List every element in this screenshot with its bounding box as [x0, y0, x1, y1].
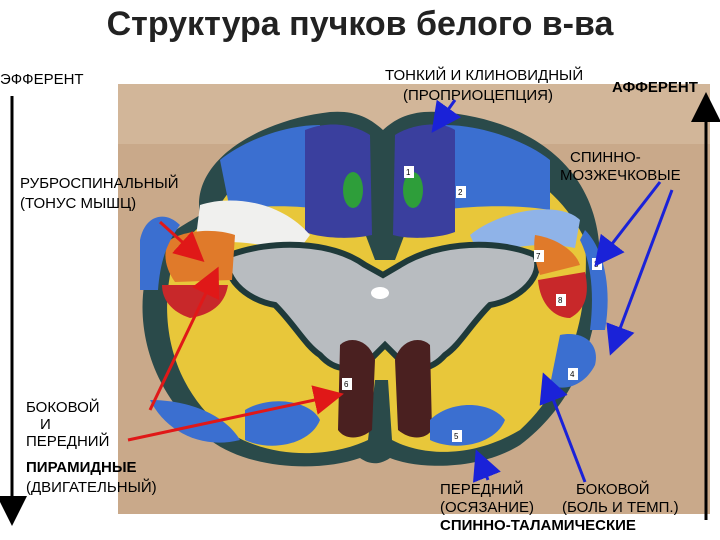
- gracile-right: [393, 124, 455, 238]
- arrow-spinothal-lateral: [539, 372, 587, 483]
- tag-1: 1: [406, 168, 411, 177]
- spinothalamic-anterior-right: [430, 405, 505, 446]
- ant-label-2: (ОСЯЗАНИЕ): [440, 499, 535, 516]
- gray-matter: [224, 241, 541, 372]
- ant-label-1: ПЕРЕДНИЙ: [440, 481, 524, 498]
- rubro-label-1: РУБРОСПИНАЛЬНЫЙ: [20, 175, 179, 192]
- rubro-label-2: (ТОНУС МЫШЦ): [20, 195, 137, 212]
- pyr-label-2: И: [40, 416, 51, 433]
- tag-8: 8: [558, 296, 563, 305]
- pyr-label-1: БОКОВОЙ: [26, 399, 100, 416]
- rubrospinal-right: [534, 235, 580, 275]
- page-title: Структура пучков белого в-ва: [106, 5, 614, 43]
- lat-label-1: БОКОВОЙ: [576, 481, 650, 498]
- tract-outer-dorsal-left: [220, 125, 330, 210]
- arrow-spinocereb-1: [594, 181, 662, 267]
- afferent-label: АФФЕРЕНТ: [612, 79, 698, 96]
- arrow-gracile: [431, 99, 462, 133]
- tract-outer-dorsal-right: [440, 125, 550, 210]
- tag-2: 2: [458, 188, 463, 197]
- gracile-green-left: [343, 172, 363, 208]
- tract-left-outer: [140, 216, 180, 290]
- pyr-label-3: ПЕРЕДНИЙ: [26, 433, 110, 450]
- gracile-left: [305, 124, 372, 238]
- spinocereb-label-1: СПИННО-: [570, 149, 641, 166]
- anterior-midline-left: [150, 400, 240, 443]
- tag-5: 5: [454, 432, 459, 441]
- gracile-label-2: (ПРОПРИОЦЕПЦИЯ): [403, 87, 553, 104]
- spinocereb-label-2: МОЗЖЕЧКОВЫЕ: [560, 167, 681, 184]
- gracile-label-1: ТОНКИЙ И КЛИНОВИДНЫЙ: [385, 67, 584, 84]
- pyramidal-anterior: [338, 340, 432, 438]
- arrow-spinothal-anterior: [472, 449, 501, 483]
- tag-6: 6: [344, 380, 349, 389]
- spinothal-label: СПИННО-ТАЛАМИЧЕСКИЕ: [440, 517, 636, 534]
- arrow-spinocereb-2: [606, 189, 674, 356]
- efferent-label: ЭФФЕРЕНТ: [0, 71, 84, 88]
- tag-4: 4: [570, 370, 575, 379]
- pyr-label-5: (ДВИГАТЕЛЬНЫЙ): [26, 479, 157, 496]
- tag-7: 7: [536, 252, 541, 261]
- arrow-rubro: [158, 220, 205, 263]
- gracile-green-right: [403, 172, 423, 208]
- spinocerebellar-right: [580, 230, 608, 330]
- arrow-pyramidal-lateral: [148, 266, 220, 411]
- arrow-pyramidal-anterior: [127, 385, 344, 442]
- pyr-label-4: ПИРАМИДНЫЕ: [26, 459, 137, 476]
- lat-label-2: (БОЛЬ И ТЕМП.): [562, 499, 679, 516]
- central-canal: [371, 287, 389, 299]
